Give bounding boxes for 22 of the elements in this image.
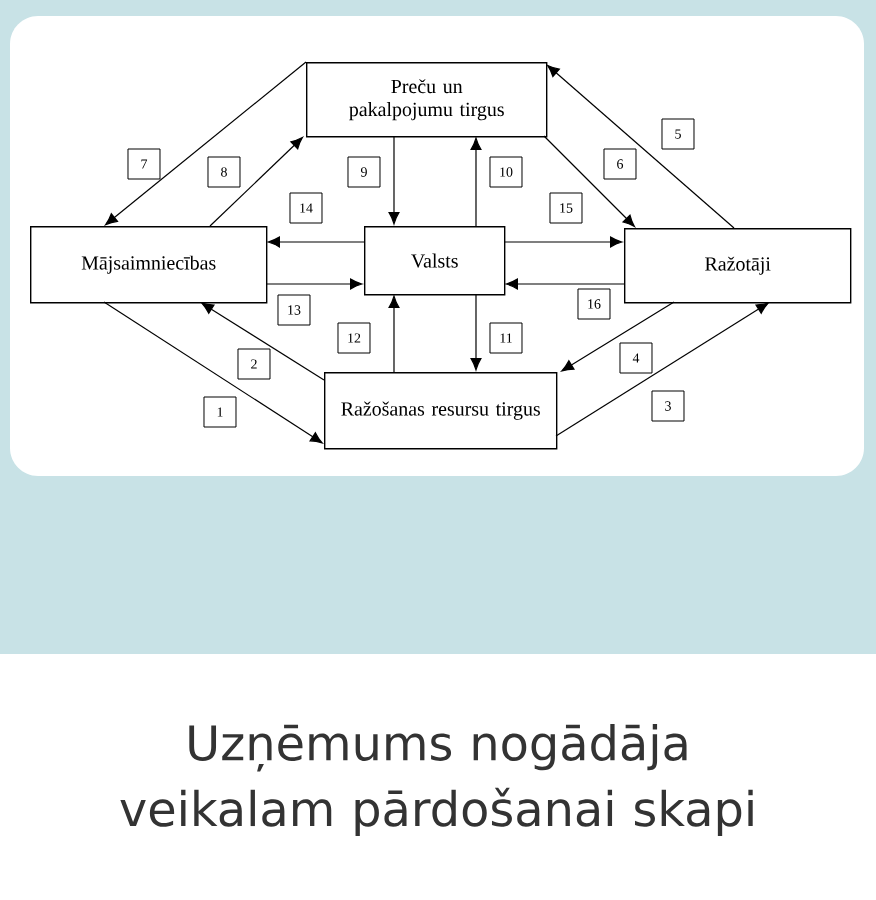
arrow: [209, 136, 304, 227]
process-box: Ražošanas resursu tirgus: [324, 372, 558, 450]
arrow: [470, 293, 482, 371]
arrow: [561, 301, 675, 372]
arrow: [555, 302, 769, 437]
process-box: Preču un pakalpojumu tirgus: [306, 62, 548, 138]
arrow: [265, 278, 363, 290]
process-box: Valsts: [364, 226, 506, 296]
arrow: [267, 236, 365, 248]
arrow: [547, 64, 735, 229]
arrow: [388, 295, 400, 373]
caption: Uzņēmums nogādāja veikalam pārdošanai skapi: [120, 724, 753, 836]
process-box: Ražotāji: [624, 228, 852, 304]
arrow: [543, 135, 636, 228]
arrow: [105, 61, 307, 226]
arrow: [505, 278, 625, 290]
arrow: [503, 236, 623, 248]
arrow: [470, 137, 482, 227]
arrow: [103, 301, 323, 444]
arrow: [201, 302, 325, 381]
arrow: [388, 135, 400, 225]
process-box: Mājsaimniecības: [30, 226, 268, 304]
